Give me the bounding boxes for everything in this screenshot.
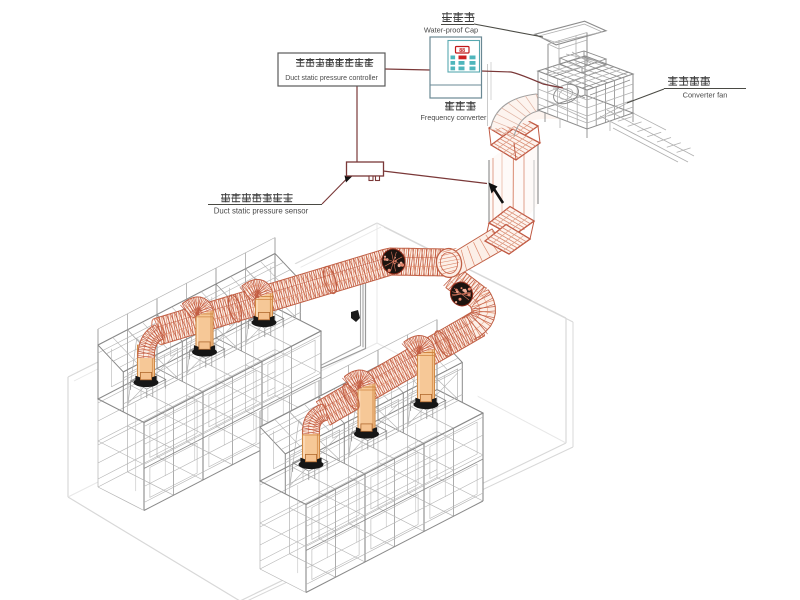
svg-text:Water-proof Cap: Water-proof Cap — [424, 26, 478, 35]
svg-text:Duct static pressure sensor: Duct static pressure sensor — [214, 207, 309, 216]
svg-text:Duct static pressure controlle: Duct static pressure controller — [285, 75, 378, 82]
svg-text:Converter fan: Converter fan — [683, 91, 728, 100]
svg-text:Frequency converter: Frequency converter — [421, 113, 488, 122]
svg-text:88: 88 — [459, 48, 465, 54]
